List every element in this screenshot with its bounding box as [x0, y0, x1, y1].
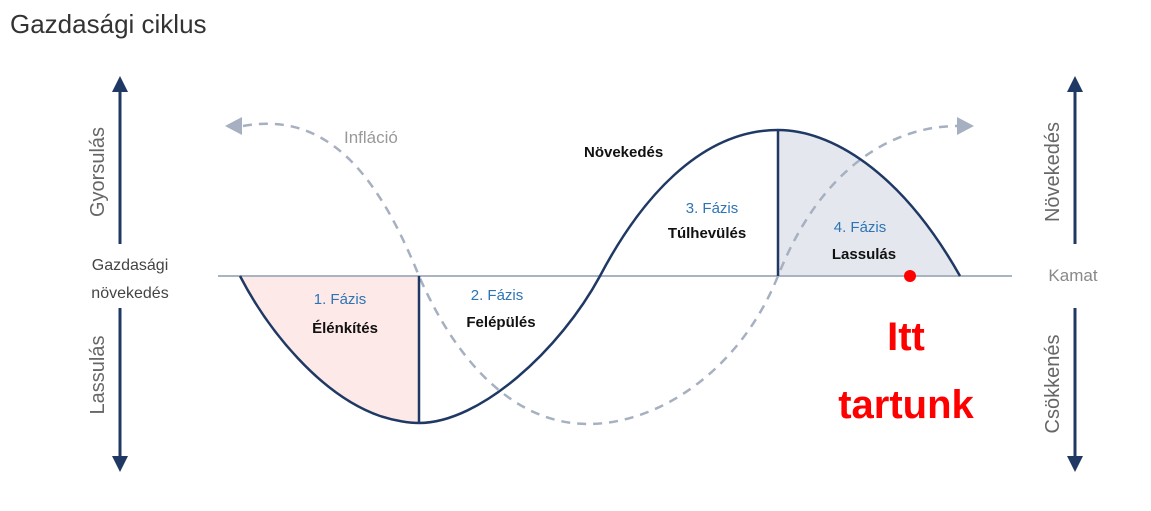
left-axis-middle-label-line2: növekedés	[91, 285, 168, 302]
left-axis-up-arrow-icon	[112, 76, 128, 92]
phase3-name: Túlhevülés	[668, 225, 746, 242]
phase4-shaded-area	[778, 130, 960, 276]
current-position-marker	[904, 270, 916, 282]
phase1-shaded-area	[240, 276, 419, 423]
left-axis-middle-label-line1: Gazdasági	[92, 257, 169, 274]
right-axis-bottom-label: Csökkenés	[1042, 335, 1064, 434]
left-axis-down-arrow-icon	[112, 456, 128, 472]
phase1-name: Élénkítés	[312, 320, 378, 337]
phase2-name: Felépülés	[466, 314, 535, 331]
marker-label-line1: Itt	[887, 315, 925, 359]
left-axis-top-label: Gyorsulás	[87, 127, 109, 217]
phase1-number: 1. Fázis	[314, 291, 367, 308]
growth-peak-label: Növekedés	[584, 144, 663, 161]
growth-curve	[238, 128, 962, 425]
inflation-arrowhead-right	[957, 117, 974, 135]
right-axis-up-arrow-icon	[1067, 76, 1083, 92]
right-axis-down-arrow-icon	[1067, 456, 1083, 472]
diagram-title: Gazdasági ciklus	[10, 9, 207, 39]
inflation-label: Infláció	[344, 128, 398, 147]
left-axis-bottom-label: Lassulás	[87, 336, 109, 415]
phase3-number: 3. Fázis	[686, 200, 739, 217]
phase4-number: 4. Fázis	[834, 219, 887, 236]
inflation-arrowhead-left	[225, 117, 242, 135]
phase4-name: Lassulás	[832, 246, 896, 263]
right-axis-middle-label: Kamat	[1048, 266, 1097, 285]
phase2-number: 2. Fázis	[471, 287, 524, 304]
marker-label-line2: tartunk	[838, 383, 974, 427]
right-axis-top-label: Növekedés	[1042, 122, 1064, 222]
